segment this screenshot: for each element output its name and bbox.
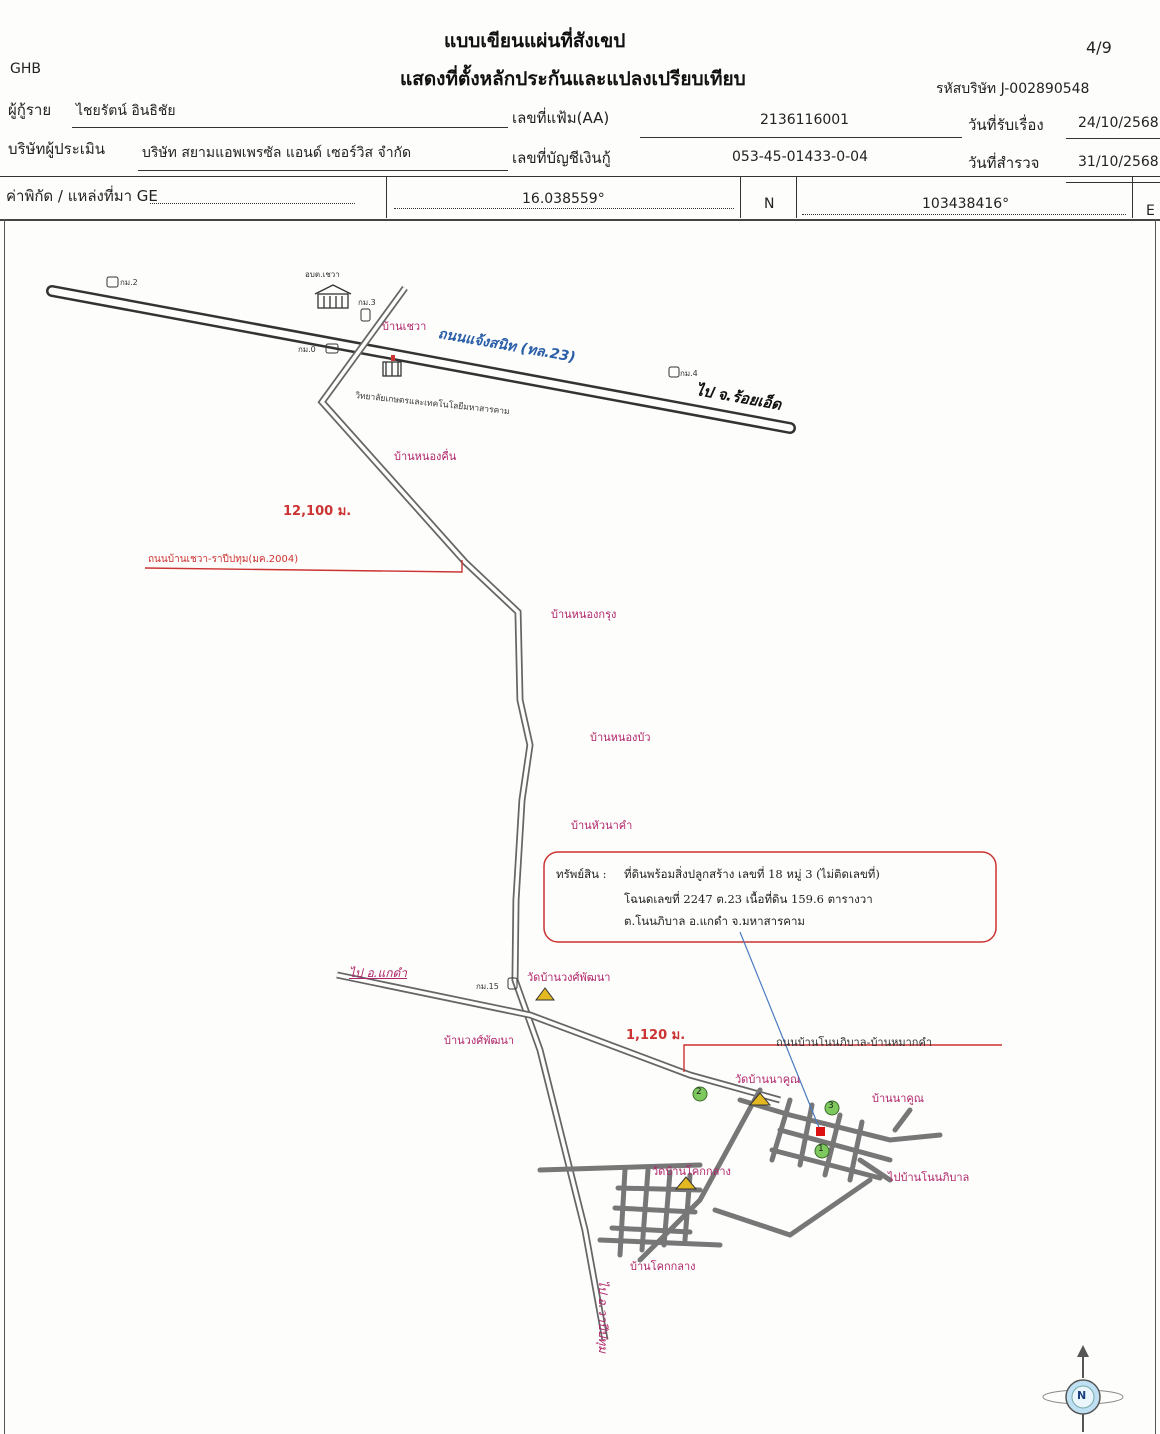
temple-label-na-khun: วัดบ้านนาคูณ bbox=[735, 1073, 801, 1086]
km-post-icon-junction bbox=[325, 343, 339, 354]
asset-line-1: ที่ดินพร้อมสิ่งปลูกสร้าง เลขที่ 18 หมู่ … bbox=[624, 867, 880, 881]
marker-label-2: 2 bbox=[696, 1087, 702, 1097]
coordinates-bar bbox=[0, 176, 1160, 221]
college-icon bbox=[382, 355, 402, 377]
file-no-value: 2136116001 bbox=[760, 112, 850, 128]
asset-label: ทรัพย์สิน : bbox=[556, 867, 607, 881]
km-post-icon-right bbox=[668, 366, 680, 378]
village-label-wong: บ้านวงศ์พัฒนา bbox=[444, 1034, 515, 1047]
temple-label-wong: วัดบ้านวงศ์พัฒนา bbox=[527, 971, 611, 984]
latitude-value: 16.038559° bbox=[522, 191, 605, 207]
highway-road bbox=[46, 285, 796, 434]
temple-icon-wong bbox=[535, 987, 555, 1001]
coords-divider-3 bbox=[796, 177, 797, 218]
temple-icon-khok-klang bbox=[674, 1176, 698, 1190]
village-label-chewa: บ้านเชวา bbox=[382, 320, 427, 333]
km-label-junction: กม.0 bbox=[298, 345, 316, 354]
village-label-hua-na-kham: บ้านหัวนาคำ bbox=[571, 819, 633, 832]
longitude-value: 103438416° bbox=[922, 196, 1010, 212]
map-frame bbox=[4, 219, 1156, 1434]
compass-icon bbox=[1042, 1345, 1124, 1432]
asset-pointer-line bbox=[739, 931, 821, 1131]
village-label-khok-klang: บ้านโคกกลาง bbox=[630, 1260, 696, 1273]
village-label-nong-kung: บ้านหนองกรุง bbox=[551, 608, 617, 621]
latitude-dots bbox=[394, 208, 734, 209]
marker-label-1: 1 bbox=[818, 1144, 824, 1154]
coords-divider-2 bbox=[740, 177, 741, 218]
coords-divider-1 bbox=[386, 177, 387, 218]
coords-label-dots bbox=[150, 203, 355, 204]
account-label: เลขที่บัญชีเงินกู้ bbox=[512, 149, 611, 167]
survey-underline bbox=[1066, 182, 1160, 183]
to-non-phiban-label: ไปบ้านโนนภิบาล bbox=[888, 1171, 970, 1184]
file-no-underline bbox=[640, 137, 962, 138]
compass-label: N bbox=[1077, 1389, 1087, 1402]
km-label-right: กม.4 bbox=[680, 369, 698, 378]
village-label-nong-kun: บ้านหนองคื่น bbox=[394, 450, 457, 463]
borrower-value: ไชยรัตน์ อินธิชัย bbox=[76, 103, 176, 119]
company-code: รหัสบริษัท J-002890548 bbox=[936, 81, 1090, 97]
km-post-icon-mid bbox=[360, 308, 371, 322]
latitude-direction: N bbox=[764, 196, 775, 212]
comparable-marker-1 bbox=[814, 1143, 830, 1159]
page-number: 4/9 bbox=[1086, 38, 1112, 57]
km-label-left: กม.2 bbox=[120, 278, 138, 287]
school-icon bbox=[314, 284, 352, 309]
road-label-chewa: ถนนบ้านเชวา-ราปีปทุม(มค.2004) bbox=[148, 554, 299, 565]
to-kaedam-label: ไป อ.แกดำ bbox=[349, 966, 408, 980]
page-title: แบบเขียนแผ่นที่สังเขป bbox=[444, 30, 626, 52]
village-label-nong-bua: บ้านหนองบัว bbox=[590, 731, 651, 744]
appraiser-underline bbox=[138, 170, 508, 171]
received-label: วันที่รับเรื่อง bbox=[968, 116, 1044, 134]
account-value: 053-45-01433-0-04 bbox=[732, 149, 869, 165]
comparable-marker-2 bbox=[692, 1086, 708, 1102]
road-callout-arrows bbox=[144, 560, 1002, 1072]
village-roads bbox=[537, 1087, 943, 1263]
km-post-icon-left bbox=[106, 276, 119, 288]
village-label-na-khun: บ้านนาคูณ bbox=[872, 1092, 924, 1105]
km-label-15: กม.15 bbox=[476, 982, 499, 991]
main-road bbox=[317, 285, 609, 1341]
to-wapi-label: ไป อ.วาปีปทุม bbox=[596, 1280, 610, 1354]
appraiser-value: บริษัท สยามแอพเพรซัล แอนด์ เซอร์วิส จำกั… bbox=[142, 145, 412, 161]
asset-line-2: โฉนดเลขที่ 2247 ต.23 เนื้อที่ดิน 159.6 ต… bbox=[624, 892, 873, 906]
received-value: 24/10/2568 bbox=[1078, 115, 1159, 131]
received-underline bbox=[1066, 138, 1160, 139]
coords-label: ค่าพิกัด / แหล่งที่มา GE bbox=[6, 187, 158, 205]
east-west-road bbox=[336, 971, 781, 1104]
appraiser-label: บริษัทผู้ประเมิน bbox=[8, 140, 106, 158]
asset-line-3: ต.โนนภิบาล อ.แกดำ จ.มหาสารคาม bbox=[624, 914, 805, 928]
temple-icon-na-khun bbox=[748, 1092, 772, 1106]
org-code: GHB bbox=[10, 61, 41, 77]
survey-label: วันที่สำรวจ bbox=[968, 154, 1040, 172]
coords-divider-4 bbox=[1132, 177, 1133, 218]
distance-label-1: 12,100 ม. bbox=[283, 504, 352, 519]
km-label-mid: กม.3 bbox=[358, 298, 376, 307]
temple-label-khok-klang: วัดบ้านโคกกลาง bbox=[652, 1165, 731, 1178]
longitude-dots bbox=[802, 214, 1126, 215]
asset-callout-box bbox=[543, 851, 997, 943]
school-label: อบต.เชวา bbox=[305, 270, 340, 279]
distance-label-2: 1,120 ม. bbox=[626, 1028, 686, 1043]
comparable-marker-3 bbox=[824, 1100, 840, 1116]
marker-label-3: 3 bbox=[828, 1101, 834, 1111]
survey-value: 31/10/2568 bbox=[1078, 154, 1159, 170]
subject-property-marker bbox=[816, 1127, 825, 1136]
longitude-direction: E bbox=[1146, 203, 1155, 219]
file-no-label: เลขที่แฟ้ม(AA) bbox=[512, 109, 610, 127]
km-post-icon-15 bbox=[507, 977, 518, 990]
borrower-label: ผู้กู้ราย bbox=[8, 101, 52, 119]
road-label-non-phiban: ถนนบ้านโนนภิบาล-บ้านหมากคำ bbox=[776, 1036, 932, 1049]
page-subtitle: แสดงที่ตั้งหลักประกันและแปลงเปรียบเทียบ bbox=[400, 68, 746, 90]
borrower-underline bbox=[72, 127, 508, 128]
